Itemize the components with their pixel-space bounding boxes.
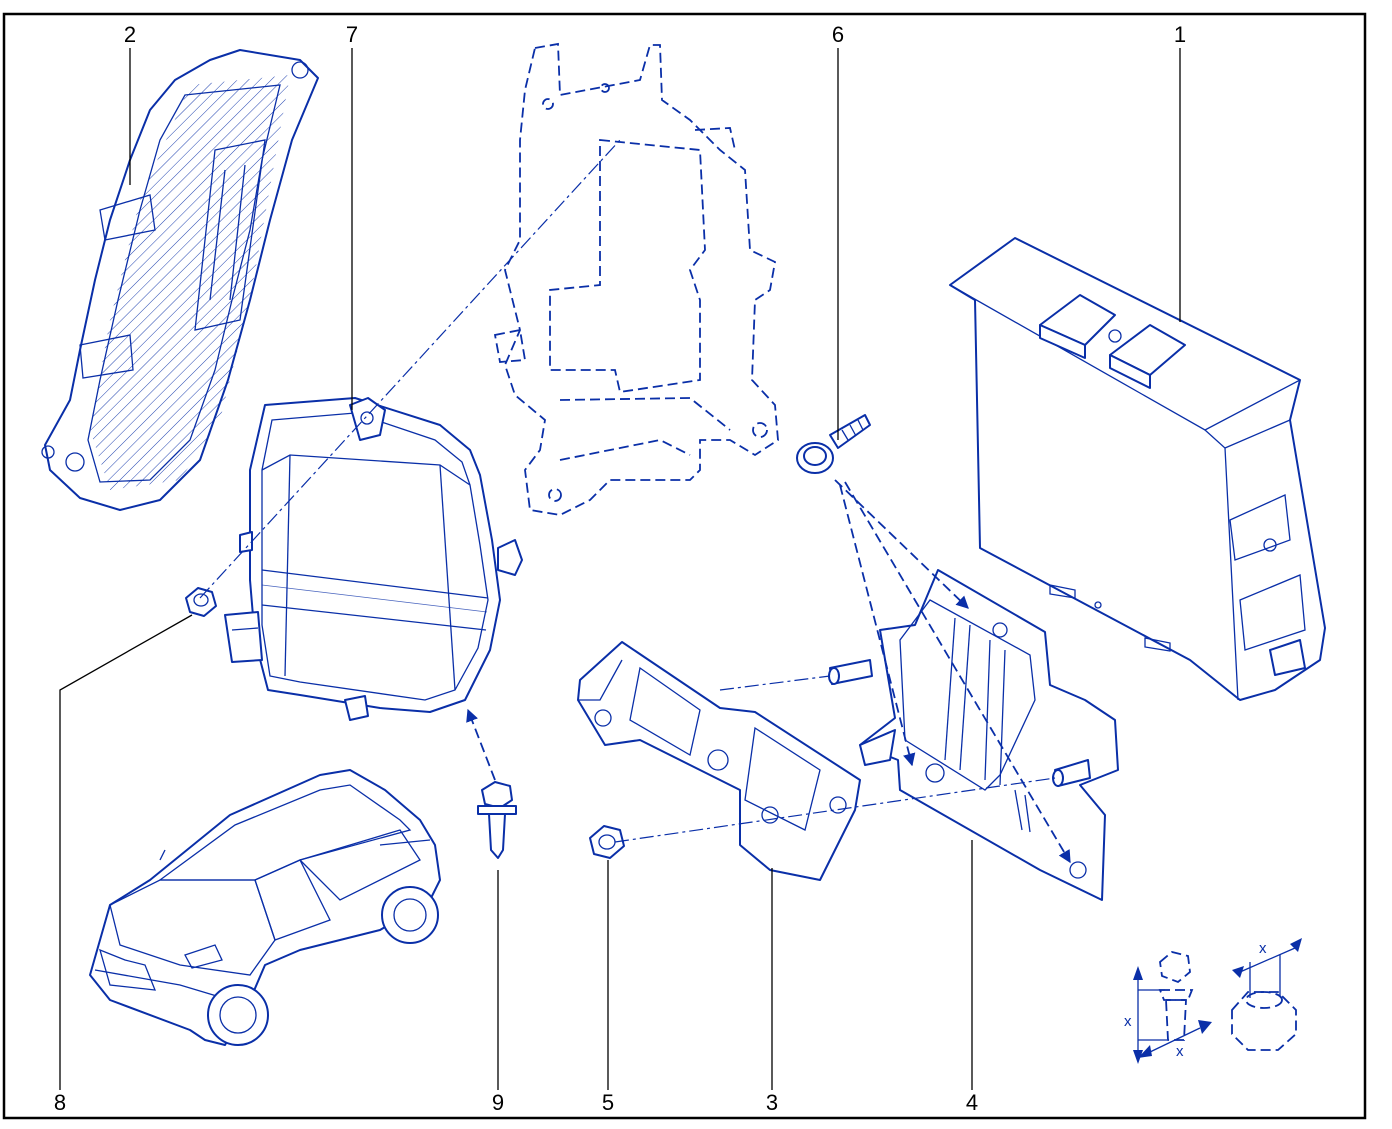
torque-dim-label-bolt-vertical: x (1124, 1013, 1132, 1030)
bracket-plate-icon (577, 641, 861, 881)
control-unit-box-icon (949, 237, 1326, 701)
callout-leaders (59, 48, 1181, 1090)
callout-7: 7 (345, 22, 359, 47)
assembly-lines (199, 139, 1071, 864)
callout-9: 9 (491, 1090, 505, 1115)
callout-3: 3 (765, 1090, 779, 1115)
callout-2: 2 (123, 22, 137, 47)
support-bracket-icon (828, 569, 1119, 901)
callout-4: 4 (965, 1090, 979, 1115)
mounting-frame-icon (493, 42, 779, 516)
nut-torque-symbol-icon (1231, 938, 1302, 1051)
vehicle-icon (89, 769, 441, 1046)
bolt-torque-symbol-icon (1133, 951, 1212, 1064)
nut-icon (185, 587, 217, 617)
screw-icon (796, 414, 871, 474)
torque-dim-label-bolt-horizontal: x (1176, 1043, 1184, 1060)
callout-6: 6 (831, 22, 845, 47)
callout-8: 8 (53, 1090, 67, 1115)
drawing-frame (2, 12, 1367, 1120)
ecu-module-icon (41, 49, 319, 511)
nut-icon-lower (589, 825, 625, 859)
callout-5: 5 (601, 1090, 615, 1115)
torque-dim-label-nut: x (1259, 940, 1267, 957)
cover-housing-icon (224, 397, 523, 721)
callout-1: 1 (1173, 22, 1187, 47)
bolt-icon (477, 781, 517, 859)
